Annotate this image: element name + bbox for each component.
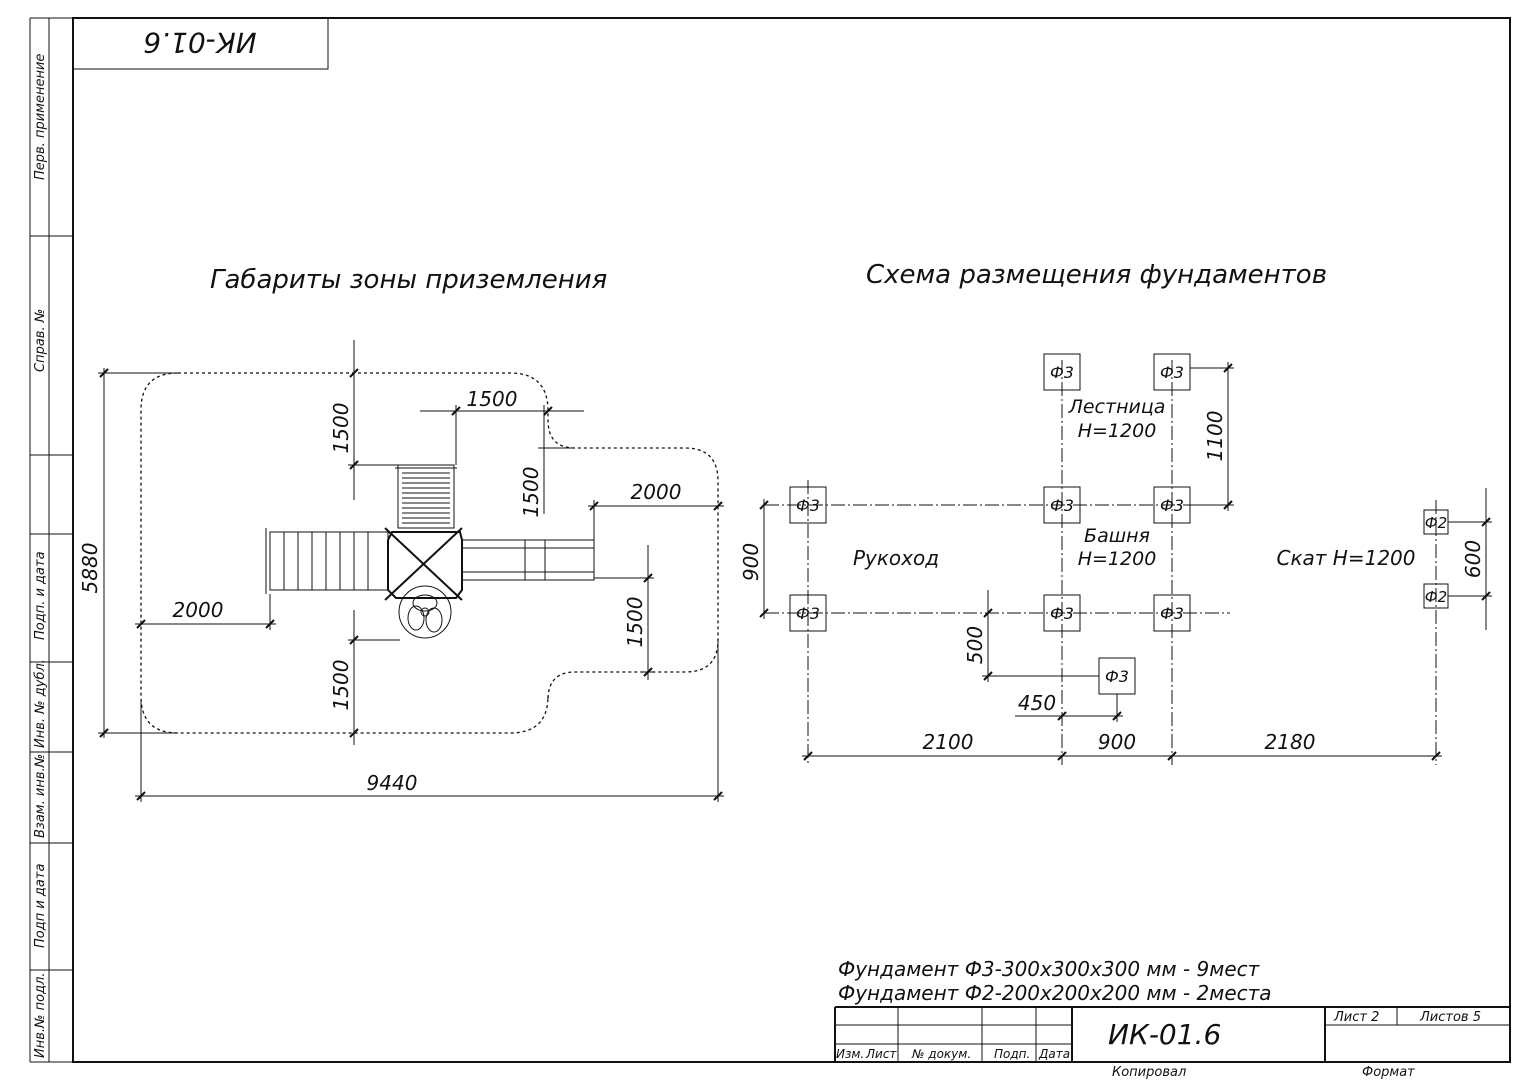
dim-top-1500-horizontal — [420, 405, 584, 465]
foundation-f3-top-right: Ф3 — [1153, 353, 1191, 391]
dim-1100 — [1190, 362, 1234, 511]
dim-top-1500-v-text: 1500 — [329, 403, 353, 454]
foundation-f3-mid-left: Ф3 — [1043, 486, 1081, 524]
svg-text:Ф3: Ф3 — [796, 496, 820, 515]
dim-900-v-text: 900 — [739, 543, 763, 581]
dim-500 — [982, 590, 1099, 682]
dim-right-1500 — [594, 545, 654, 680]
dim-2180-text: 2180 — [1265, 730, 1316, 754]
outer-frame — [72, 17, 1511, 1063]
side-label-inv-podl: Инв.№ подл. — [33, 972, 48, 1058]
dim-600 — [1448, 488, 1492, 630]
dim-9440: 9440 — [367, 771, 418, 795]
side-label-sprav: Справ. № — [33, 309, 48, 372]
note-line-1: Фундамент Ф3-300х300х300 мм - 9мест — [838, 957, 1261, 981]
title-block-copied: Копировал — [1112, 1065, 1186, 1080]
title-block-format: Формат — [1362, 1065, 1415, 1080]
foundation-f3-low-left: Ф3 — [1043, 594, 1081, 632]
foundation-f3-top-left: Ф3 — [1043, 353, 1081, 391]
label-tower: Башня — [1084, 525, 1150, 547]
dim-1100-text: 1100 — [1203, 411, 1227, 462]
title-block-col-list: Лист — [865, 1047, 897, 1061]
right-drawing-title: Схема размещения фундаментов — [866, 260, 1327, 290]
dim-900-h-text: 900 — [1098, 730, 1136, 754]
dim-left-2000-text: 2000 — [173, 598, 224, 622]
dim-overall-height — [98, 368, 178, 738]
foundation-f3-bars-top: Ф3 — [789, 486, 827, 524]
svg-text:Ф3: Ф3 — [796, 604, 820, 623]
foundation-f3-bars-bottom: Ф3 — [789, 594, 827, 632]
side-label-vzam: Взам. инв.№ — [33, 754, 48, 838]
label-ladder-h: Н=1200 — [1078, 420, 1157, 442]
label-tower-h: Н=1200 — [1078, 548, 1157, 570]
dim-900-vertical — [759, 499, 769, 619]
dim-450-text: 450 — [1018, 691, 1056, 715]
dim-500-text: 500 — [963, 626, 987, 664]
title-block — [834, 1006, 1510, 1062]
equipment-tower — [384, 527, 463, 601]
dim-step-1500 — [538, 405, 575, 541]
title-block-col-izm: Изм. — [836, 1047, 864, 1061]
title-block-col-doc: № докум. — [911, 1047, 971, 1061]
dim-right-2000 — [588, 500, 724, 540]
equipment-slide — [461, 539, 595, 581]
side-label-podp1: Подп. и дата — [33, 551, 48, 640]
foundation-f2-bottom: Ф2 — [1423, 583, 1449, 609]
dim-top-1500-h-text: 1500 — [467, 387, 518, 411]
left-drawing-title: Габариты зоны приземления — [210, 265, 607, 295]
equipment-steering-wheel — [398, 585, 452, 639]
dim-2100-text: 2100 — [923, 730, 974, 754]
dim-600-text: 600 — [1461, 540, 1485, 578]
title-block-col-data: Дата — [1038, 1047, 1070, 1061]
svg-text:Ф2: Ф2 — [1425, 588, 1447, 606]
equipment-ladder — [395, 464, 457, 529]
dim-top-1500-vertical — [348, 340, 398, 500]
landing-zone-outline — [140, 372, 719, 734]
note-line-2: Фундамент Ф2-200х200х200 мм - 2места — [838, 981, 1272, 1005]
top-stamp-box — [72, 17, 329, 70]
dim-step-1500-text: 1500 — [519, 467, 543, 518]
svg-text:Ф3: Ф3 — [1160, 363, 1184, 382]
title-block-sheet: Лист 2 — [1333, 1010, 1379, 1025]
title-block-designation: ИК-01.6 — [1108, 1018, 1221, 1051]
side-label-perv: Перв. применение — [33, 54, 48, 180]
svg-text:Ф3: Ф3 — [1160, 496, 1184, 515]
foundation-f3-wheel: Ф3 — [1098, 657, 1136, 695]
svg-text:Ф3: Ф3 — [1050, 496, 1074, 515]
dim-bottom-1500-text: 1500 — [329, 660, 353, 711]
foundation-f2-top: Ф2 — [1423, 509, 1449, 535]
title-block-sheets: Листов 5 — [1419, 1010, 1481, 1025]
svg-text:Ф3: Ф3 — [1160, 604, 1184, 623]
label-ladder: Лестница — [1068, 396, 1166, 418]
dim-450 — [1015, 694, 1123, 722]
svg-text:Ф3: Ф3 — [1050, 363, 1074, 382]
dim-bottom-chain — [802, 751, 1442, 761]
svg-text:Ф2: Ф2 — [1425, 514, 1447, 532]
top-stamp-text: ИК-01.6 — [143, 26, 256, 59]
label-slide: Скат Н=1200 — [1276, 546, 1415, 570]
dim-bottom-1500 — [348, 610, 400, 745]
svg-text:Ф3: Ф3 — [1105, 667, 1129, 686]
side-label-inv-dubl: Инв. № дубл. — [33, 659, 48, 748]
label-monkey-bars: Рукоход — [853, 546, 939, 570]
side-label-podp2: Подп и дата — [33, 864, 48, 948]
title-block-col-podp: Подп. — [994, 1047, 1030, 1061]
svg-text:Ф3: Ф3 — [1050, 604, 1074, 623]
dim-right-2000-text: 2000 — [631, 480, 682, 504]
dim-left-2000 — [135, 594, 276, 630]
dim-right-1500-text: 1500 — [623, 597, 647, 648]
equipment-monkey-bars — [265, 528, 389, 594]
dim-overall-width — [135, 640, 724, 802]
foundation-center-lines — [765, 360, 1437, 765]
dim-5880: 5880 — [78, 543, 102, 594]
foundation-f3-low-right: Ф3 — [1153, 594, 1191, 632]
